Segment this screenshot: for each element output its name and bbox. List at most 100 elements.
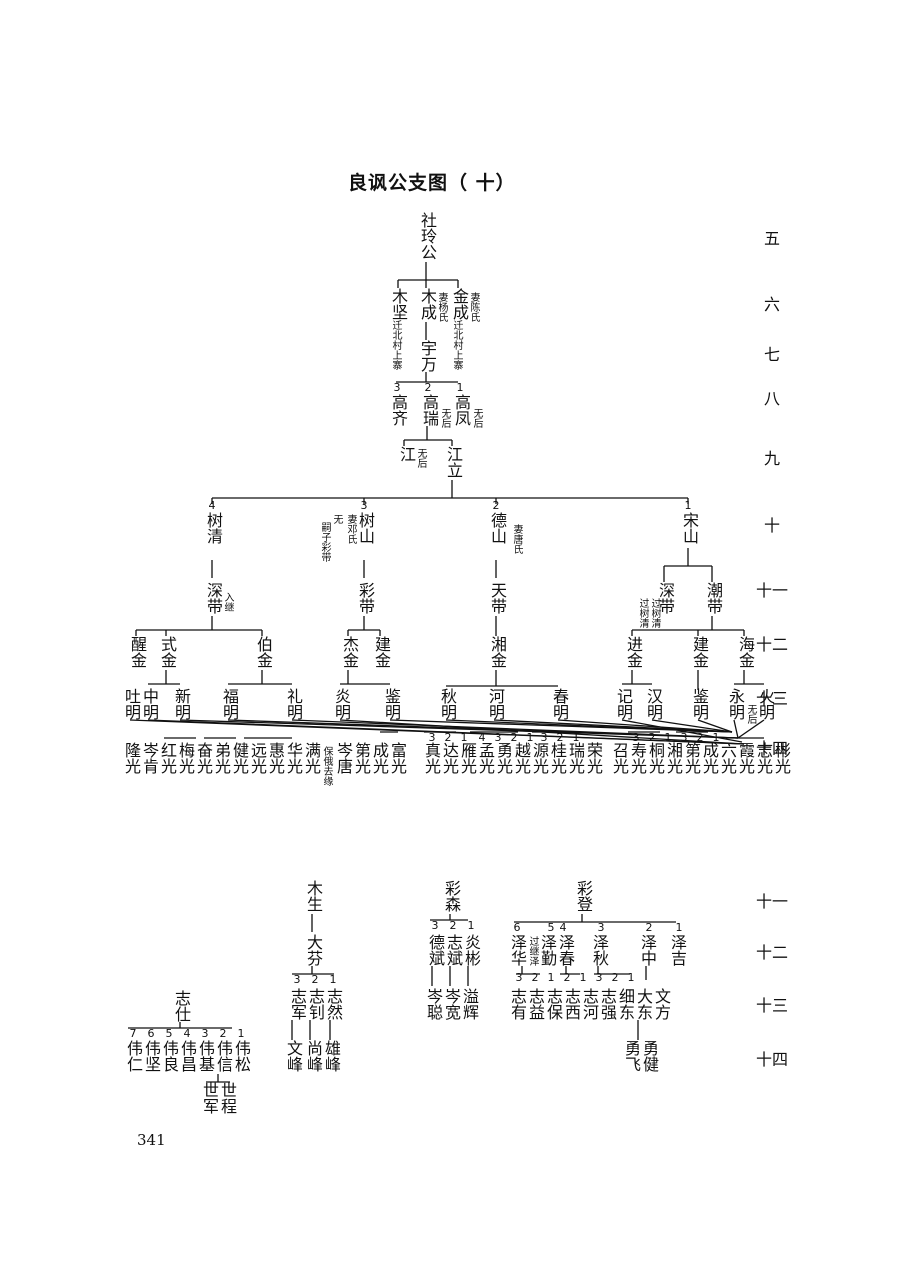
person-note: 妻邓氏 xyxy=(345,514,356,544)
person-g14: 源光 xyxy=(530,742,549,774)
sibling-order-number: 3 xyxy=(632,731,640,744)
person-note: 迁北村上寨 xyxy=(390,320,401,370)
person-g13: 志然 xyxy=(324,988,343,1020)
generation-label: 十二 xyxy=(755,943,788,962)
page-number: 341 xyxy=(137,1131,166,1149)
person-g14: 尚峰 xyxy=(304,1040,323,1072)
person-g13: 永明 xyxy=(726,688,745,720)
person-g13: 河明 xyxy=(486,688,505,720)
person-g12: 大芬 xyxy=(304,934,323,966)
sibling-order-number: 3 xyxy=(595,971,603,984)
connector-line xyxy=(697,719,733,733)
person-g14: 六光 xyxy=(718,742,737,774)
person-note: 过继泽 xyxy=(527,936,538,966)
person-g12: 泽中 xyxy=(638,934,657,966)
person-g11: 彩登 xyxy=(574,880,593,912)
person-g12: 德斌 xyxy=(426,934,445,966)
person-g11: 彩森 xyxy=(442,880,461,912)
person-g14: 文峰 xyxy=(284,1040,303,1072)
person-g14: 瑞光 xyxy=(566,742,585,774)
person-g14: 惠光 xyxy=(266,742,285,774)
person-note: 迁北村上寨 xyxy=(451,320,462,370)
person-g12: 伯金 xyxy=(254,636,273,668)
person-g12: 泽华 xyxy=(508,934,527,966)
connector-line xyxy=(557,719,733,733)
generation-label: 十四 xyxy=(755,739,788,758)
sibling-order-number: 3 xyxy=(494,731,502,744)
person-g12: 炎彬 xyxy=(462,934,481,966)
person-g10: 树清 xyxy=(204,512,223,544)
sibling-order-number: 2 xyxy=(648,731,656,744)
person-g11: 木生 xyxy=(304,880,323,912)
person-g14: 奋光 xyxy=(194,742,213,774)
person-g13: 伟良 xyxy=(160,1040,179,1072)
person-g14: 健光 xyxy=(230,742,249,774)
person-g14: 勇光 xyxy=(494,742,513,774)
person-g14: 勇飞 xyxy=(622,1040,641,1072)
sibling-order-number: 1 xyxy=(237,1027,245,1040)
person-g14: 雄峰 xyxy=(322,1040,341,1072)
connector-line xyxy=(493,719,733,733)
person-note: 无后 xyxy=(745,704,756,724)
person-g13: 志益 xyxy=(526,988,545,1020)
sibling-order-number: 3 xyxy=(680,731,688,744)
person-g14: 霞光 xyxy=(736,742,755,774)
person-g13: 伟昌 xyxy=(178,1040,197,1072)
person-g14: 勇健 xyxy=(640,1040,659,1072)
sibling-order-number: 2 xyxy=(531,971,539,984)
person-g13: 大东 xyxy=(634,988,653,1020)
person-root: 社玲公 xyxy=(418,212,437,260)
sibling-order-number: 2 xyxy=(611,971,619,984)
generation-label: 八 xyxy=(763,389,780,408)
sibling-order-number: 3 xyxy=(293,973,301,986)
sibling-order-number: 1 xyxy=(675,921,683,934)
person-g14: 志光 xyxy=(754,742,773,774)
person-g14: 彬光 xyxy=(772,742,791,774)
generation-label: 七 xyxy=(763,345,780,364)
sibling-order-number: 2 xyxy=(449,919,457,932)
sibling-order-number: 1 xyxy=(579,971,587,984)
person-g13: 伟基 xyxy=(196,1040,215,1072)
person-g13: 福明 xyxy=(220,688,239,720)
sibling-order-number: 3 xyxy=(515,971,523,984)
person-g13: 伟松 xyxy=(232,1040,251,1072)
person-g14: 荣光 xyxy=(584,742,603,774)
person-g12: 杰金 xyxy=(340,636,359,668)
person-g12: 式金 xyxy=(158,636,177,668)
sibling-order-number: 5 xyxy=(547,921,555,934)
person-g12: 建金 xyxy=(372,636,391,668)
sibling-order-number: 3 xyxy=(540,731,548,744)
person-g14: 世程 xyxy=(218,1082,237,1114)
generation-label: 十四 xyxy=(755,1050,788,1069)
person-g14: 远光 xyxy=(248,742,267,774)
person-g12: 醒金 xyxy=(128,636,147,668)
person-g13: 吐明 xyxy=(122,688,141,720)
person-g14: 第光 xyxy=(682,742,701,774)
person-g12: 海金 xyxy=(736,636,755,668)
person-g13: 志河 xyxy=(580,988,599,1020)
person-g13: 伟信 xyxy=(214,1040,233,1072)
person-g14: 孟光 xyxy=(476,742,495,774)
sibling-order-number: 1 xyxy=(684,499,692,512)
person-g10: 树山 xyxy=(356,512,375,544)
sibling-order-number: 2 xyxy=(696,731,704,744)
person-g6: 木成 xyxy=(418,288,437,320)
person-g9: 江立 xyxy=(444,446,463,478)
sibling-order-number: 3 xyxy=(428,731,436,744)
person-g14: 成光 xyxy=(700,742,719,774)
person-g14: 真光 xyxy=(422,742,441,774)
person-g14: 弟光 xyxy=(212,742,231,774)
person-g12: 泽勤 xyxy=(538,934,557,966)
person-g11: 深带 xyxy=(204,582,223,614)
person-g14: 富光 xyxy=(388,742,407,774)
person-g7: 宇万 xyxy=(418,340,437,372)
person-g14: 桐光 xyxy=(646,742,665,774)
person-g13: 汉明 xyxy=(644,688,663,720)
person-g8: 高瑞 xyxy=(420,394,439,426)
person-g14: 湘光 xyxy=(664,742,683,774)
person-g6: 木坚 xyxy=(389,288,408,320)
sibling-order-number: 3 xyxy=(393,381,401,394)
person-g13: 炎明 xyxy=(332,688,351,720)
person-g14: 梅光 xyxy=(176,742,195,774)
